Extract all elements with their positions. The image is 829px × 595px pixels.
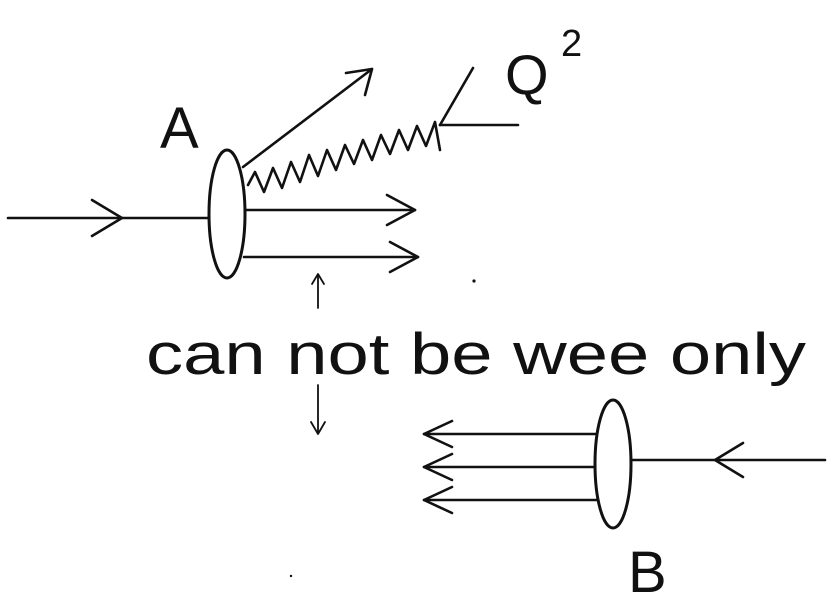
spectator-arrowhead-a-1	[385, 193, 417, 227]
hadron-blob-a	[207, 148, 247, 280]
incoming-arrowhead-b	[713, 441, 745, 479]
label-a: A	[160, 96, 199, 161]
label-b: B	[628, 540, 667, 595]
separation-arrow-up-head	[311, 273, 325, 285]
separation-arrow-down-head	[310, 421, 326, 435]
spectator-arrowhead-b-3	[422, 485, 454, 515]
spectator-arrowhead-b-1	[422, 419, 454, 449]
outgoing-parton-line	[241, 67, 374, 169]
stray-dot-1	[472, 279, 476, 283]
caption-text: can not be wee only	[146, 322, 806, 387]
virtual-photon-wavy-line	[246, 120, 442, 194]
outgoing-parton-arrowhead	[344, 67, 374, 97]
stray-dot-2	[289, 574, 293, 578]
spectator-arrowhead-b-2	[422, 452, 454, 482]
label-q: Q	[505, 43, 549, 106]
label-q-exponent: 2	[561, 23, 582, 65]
lepton-line-upper	[438, 66, 475, 127]
hadron-blob-b	[593, 398, 633, 530]
spectator-arrowhead-a-2	[388, 240, 420, 274]
incoming-arrowhead-a	[90, 198, 124, 238]
